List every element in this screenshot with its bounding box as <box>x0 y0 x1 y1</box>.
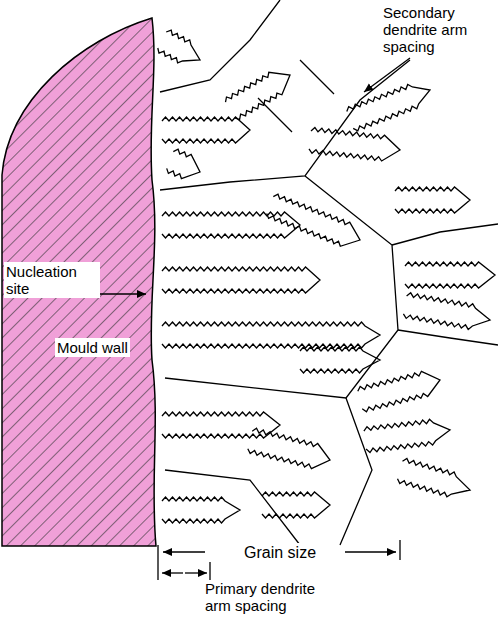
dendrite <box>167 149 200 178</box>
annotation-lines <box>98 58 410 580</box>
text-label: Primary dendrite arm spacing <box>205 580 335 614</box>
dendrite <box>364 419 450 452</box>
text-label: Secondary dendrite arm spacing <box>383 4 483 55</box>
dendrite <box>262 492 330 518</box>
dendrite <box>248 428 330 469</box>
dendrite <box>347 85 430 131</box>
dendrite <box>162 212 300 238</box>
dendrite <box>158 30 200 63</box>
dendrite <box>162 117 250 143</box>
mould-wall <box>2 18 156 546</box>
dendrite <box>309 128 400 162</box>
grain-boundaries <box>160 0 498 545</box>
text-label: Mould wall <box>55 338 130 357</box>
dendrite <box>226 72 291 119</box>
dendrite <box>162 267 320 293</box>
dendrite <box>395 187 470 213</box>
dendrite <box>403 293 490 330</box>
dendrite <box>398 459 471 497</box>
text-label: Nucleation site <box>4 262 100 298</box>
text-label: Grain size <box>242 543 318 562</box>
dendrites <box>158 30 495 523</box>
dendrite <box>267 194 360 246</box>
dendrite <box>162 497 240 523</box>
dendrite <box>358 371 440 412</box>
dendrite <box>162 322 380 348</box>
dendrite <box>405 262 495 288</box>
dendrite <box>162 412 280 438</box>
